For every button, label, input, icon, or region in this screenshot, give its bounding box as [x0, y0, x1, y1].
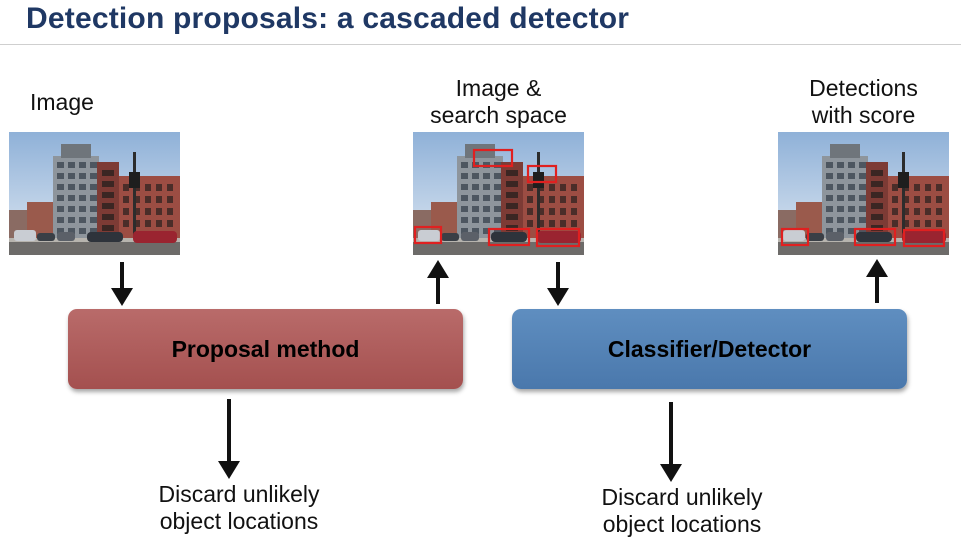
detections-label-line-1: Detections [809, 75, 918, 101]
discard-caption-left: Discard unlikely object locations [129, 481, 349, 535]
title-divider [0, 44, 961, 45]
arrow-down-icon [111, 262, 133, 306]
classifier-detector-box: Classifier/Detector [512, 309, 907, 389]
arrow-down-icon [218, 399, 240, 479]
arrow-down-icon [547, 262, 569, 306]
search-space-label: Image & search space [413, 75, 584, 129]
search-space-image [413, 132, 584, 255]
arrow-down-icon [660, 402, 682, 482]
detections-label: Detections with score [778, 75, 949, 129]
search-space-label-line-2: search space [430, 102, 567, 128]
discard-right-line-2: object locations [602, 511, 762, 537]
input-image [9, 132, 180, 255]
discard-caption-right: Discard unlikely object locations [572, 484, 792, 538]
detections-label-line-2: with score [811, 102, 916, 128]
discard-right-line-1: Discard unlikely [601, 484, 763, 510]
image-label-line: Image [30, 89, 94, 115]
detections-image [778, 132, 949, 255]
slide-title: Detection proposals: a cascaded detector [26, 2, 630, 35]
discard-left-line-1: Discard unlikely [158, 481, 320, 507]
discard-left-line-2: object locations [159, 508, 319, 534]
image-label: Image [30, 89, 94, 116]
proposal-method-box: Proposal method [68, 309, 463, 389]
arrow-up-icon [866, 259, 888, 303]
arrow-up-icon [427, 260, 449, 304]
search-space-label-line-1: Image & [455, 75, 542, 101]
